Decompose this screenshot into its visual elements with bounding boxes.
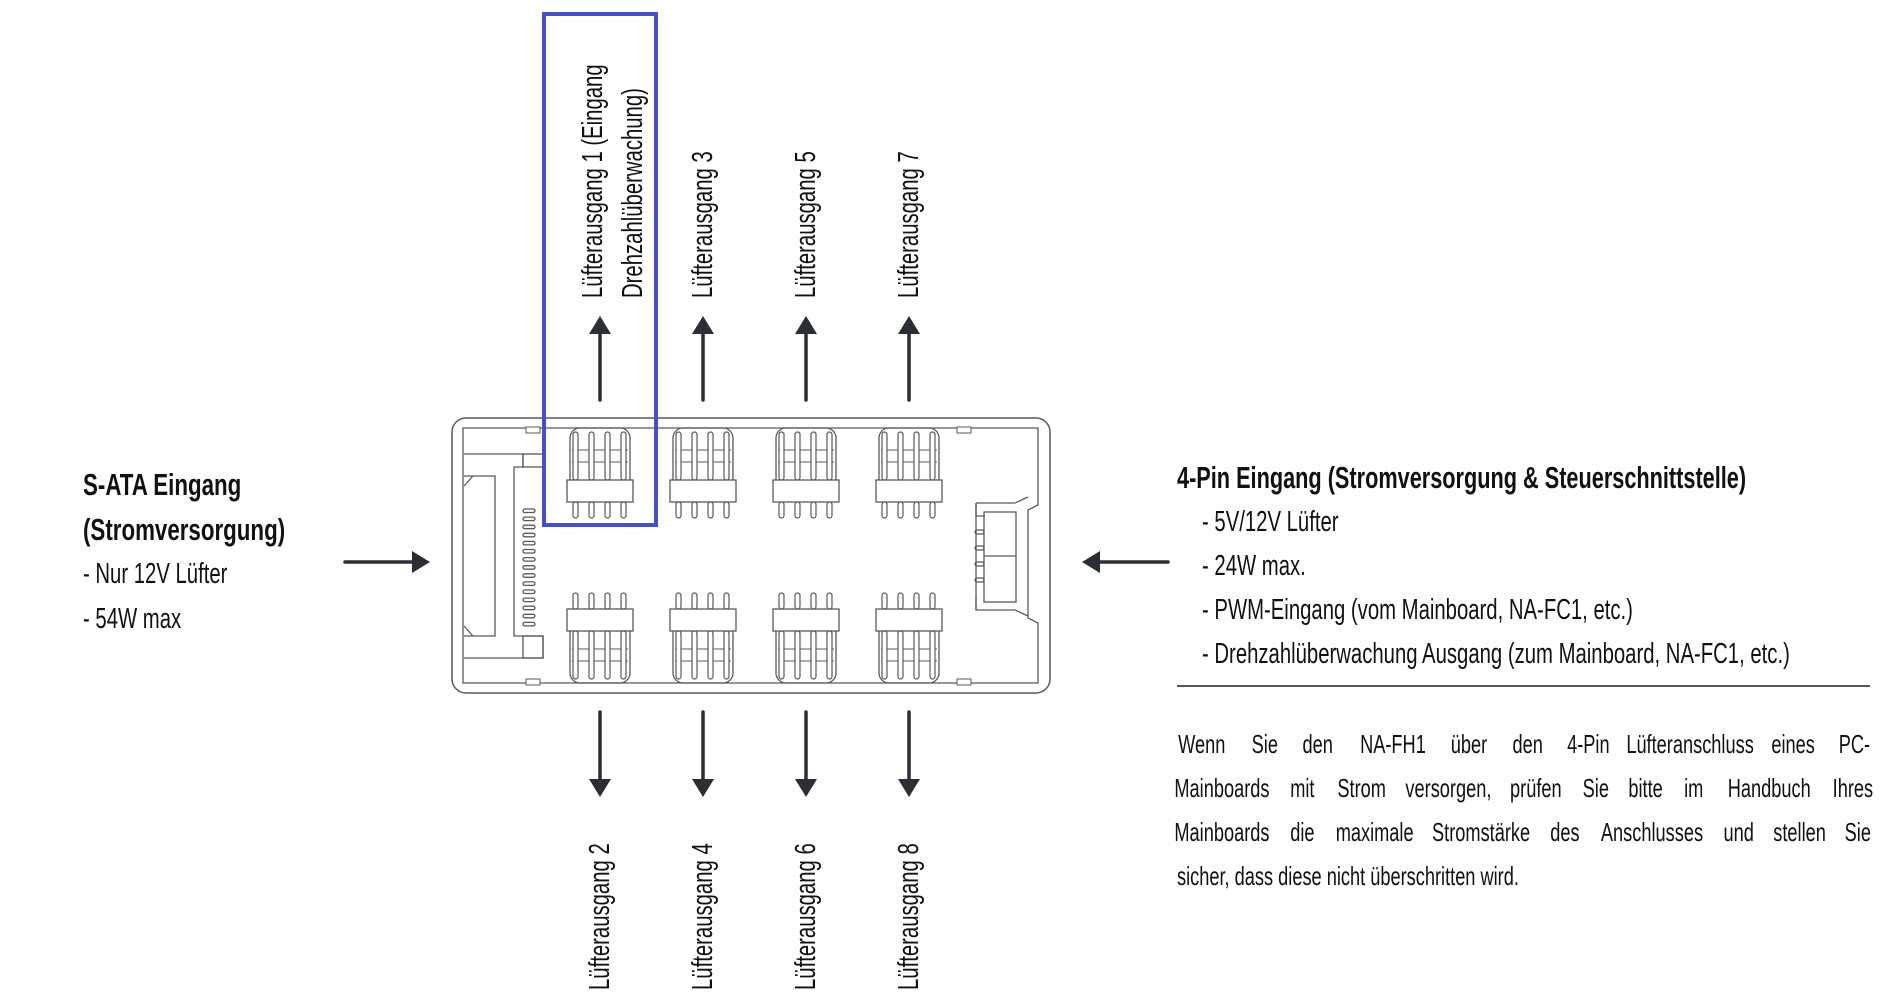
arrow-output-1 — [589, 316, 611, 402]
note-word: Handbuch — [1727, 773, 1811, 803]
fan-headers-bottom — [566, 592, 943, 684]
4pin-item: - 5V/12V Lüfter — [1202, 506, 1339, 538]
highlight-box-output-1 — [542, 12, 658, 527]
arrow-output-4 — [692, 710, 714, 797]
fan-hub-board — [451, 417, 1051, 694]
arrow-output-8 — [898, 710, 920, 797]
note-word: maximale — [1335, 817, 1414, 847]
4pin-title: 4-Pin Eingang (Stromversorgung & Steuers… — [1177, 460, 1747, 495]
arrow-output-2 — [589, 710, 611, 797]
note-word: Sie — [1251, 729, 1278, 759]
4pin-item: - 24W max. — [1202, 550, 1306, 582]
note-word: und — [1723, 817, 1755, 847]
sata-input-description: S-ATA Eingang (Stromversorgung) - Nur 12… — [83, 462, 364, 642]
sata-item: - 54W max — [83, 603, 182, 635]
label-output-1-line2: Drehzahlüberwachung) — [617, 88, 649, 298]
note-word: NA-FH1 — [1359, 729, 1426, 759]
arrow-4pin-input — [1082, 551, 1170, 573]
note-word: Wenn — [1177, 729, 1226, 759]
note-word: prüfen — [1509, 773, 1562, 803]
note-word: stellen — [1773, 817, 1827, 847]
4pin-input-connector — [974, 496, 1029, 617]
note-word: PC- — [1838, 729, 1871, 759]
note-word: Sie — [1582, 773, 1609, 803]
note-word: Sie — [1844, 817, 1872, 847]
arrows — [343, 316, 1170, 797]
4pin-input-description: 4-Pin Eingang (Stromversorgung & Steuers… — [1177, 456, 1896, 676]
4pin-item: - PWM-Eingang (vom Mainboard, NA-FC1, et… — [1202, 594, 1633, 626]
note-word: die — [1289, 817, 1315, 847]
note-word: mit — [1290, 773, 1315, 803]
note-word: den — [1512, 729, 1543, 759]
note-word: versorgen, — [1405, 773, 1492, 803]
note-word: im — [1683, 773, 1704, 803]
note-word: Stromstärke — [1432, 817, 1531, 847]
note-word: bitte — [1628, 773, 1664, 803]
note-word: eines — [1770, 729, 1815, 759]
arrow-sata-input — [343, 551, 430, 573]
note-word: Strom — [1337, 773, 1386, 803]
fan-header-4 — [669, 592, 737, 684]
sata-subtitle: (Stromversorgung) — [83, 512, 286, 547]
sata-title: S-ATA Eingang — [83, 467, 242, 502]
fan-header-8 — [875, 592, 943, 684]
label-output-1: Lüfterausgang 1 (Eingang — [577, 64, 609, 298]
fan-header-2 — [566, 592, 634, 684]
arrow-output-6 — [795, 710, 817, 797]
fan-header-7 — [875, 427, 943, 519]
label-output-7: Lüfterausgang 7 — [893, 151, 925, 298]
note-line: Mainboards die maximale Stromstärke des Ansch… — [1174, 810, 1872, 854]
fan-header-6 — [772, 592, 840, 684]
note-word: Mainboards — [1174, 817, 1270, 847]
label-output-6: Lüfterausgang 6 — [790, 843, 822, 990]
note-word: 4-Pin — [1566, 729, 1610, 759]
note-word: den — [1302, 729, 1334, 759]
note-word: des — [1550, 817, 1580, 847]
arrow-output-5 — [795, 316, 817, 402]
label-output-3: Lüfterausgang 3 — [687, 151, 719, 298]
note-word: über — [1451, 729, 1488, 759]
4pin-item: - Drehzahlüberwachung Ausgang (zum Mainb… — [1202, 638, 1790, 670]
arrow-output-3 — [692, 316, 714, 402]
fan-header-3 — [669, 427, 737, 519]
arrow-output-7 — [898, 316, 920, 402]
fan-header-5 — [772, 427, 840, 519]
label-output-5: Lüfterausgang 5 — [790, 151, 822, 298]
note-word: Ihres — [1832, 773, 1873, 803]
note-line: sicher, dass diese nicht überschritten w… — [1177, 861, 1519, 891]
label-output-2: Lüfterausgang 2 — [584, 843, 616, 990]
note-word: Mainboards — [1174, 773, 1270, 803]
board-outer — [451, 417, 1051, 694]
sata-item: - Nur 12V Lüfter — [83, 558, 228, 590]
note-word: Lüfteranschluss — [1626, 729, 1754, 759]
sata-connector — [463, 453, 544, 659]
note-word: Anschlusses — [1600, 817, 1703, 847]
label-output-4: Lüfterausgang 4 — [687, 843, 719, 990]
board-inner — [462, 427, 1039, 684]
label-output-8: Lüfterausgang 8 — [893, 843, 925, 990]
divider — [1177, 685, 1870, 687]
